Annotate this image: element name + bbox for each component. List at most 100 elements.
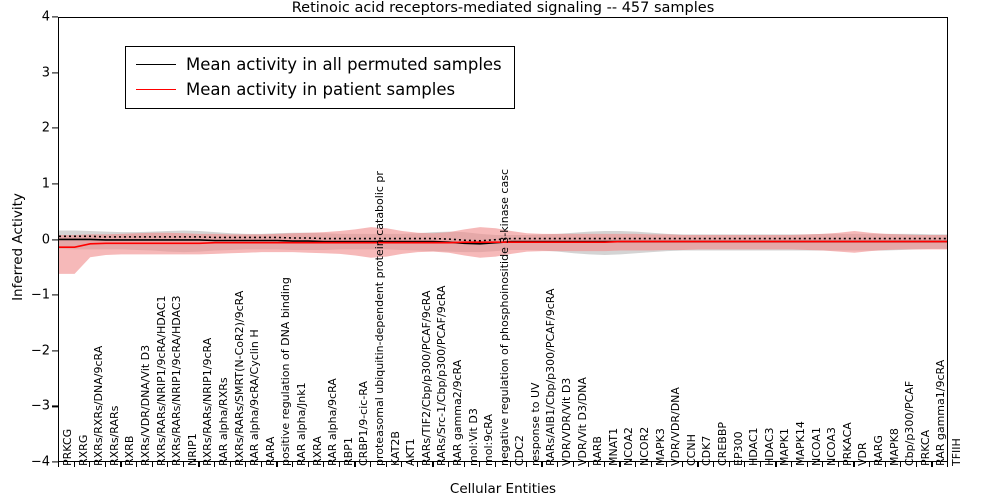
x-tick-mark xyxy=(291,462,294,467)
x-tick-mark xyxy=(510,462,512,467)
x-tick-label: MAPK1 xyxy=(778,428,792,466)
x-tick-label: RXRs/RARs/SMRT(N-CoR2)/9cRA xyxy=(232,290,246,466)
x-tick-label: RXRs/RARs/NRIP1/9cRA/HDAC3 xyxy=(170,295,184,466)
x-tick-label: KAT2B xyxy=(388,431,402,466)
x-tick-mark xyxy=(541,462,543,467)
x-tick-label: RAR alpha/Jnk1 xyxy=(294,382,308,466)
chart-title: Retinoic acid receptors-mediated signali… xyxy=(291,0,715,16)
y-tick-mark xyxy=(52,461,58,463)
x-tick-mark xyxy=(307,462,309,467)
x-tick-mark xyxy=(369,462,372,467)
plot-canvas xyxy=(59,227,947,274)
x-tick-mark xyxy=(603,462,606,467)
x-tick-label: RARs/TIF2/Cbp/p300/PCAF/9cRA xyxy=(419,290,433,466)
x-tick-mark xyxy=(666,462,668,467)
y-tick-mark xyxy=(52,127,58,129)
x-tick-label: EP300 xyxy=(731,431,745,466)
x-tick-label: proteasomal ubiquitin-dependent protein … xyxy=(372,171,386,466)
x-tick-mark xyxy=(697,462,699,467)
x-tick-mark xyxy=(73,462,75,467)
x-tick-label: CDK7 xyxy=(700,435,714,466)
x-tick-label: RARB xyxy=(591,436,605,466)
y-tick-mark xyxy=(52,16,58,18)
y-tick-mark xyxy=(52,350,58,352)
x-tick-label: positive regulation of DNA binding xyxy=(279,277,293,466)
x-tick-mark xyxy=(167,462,169,467)
x-tick-label: RXRB xyxy=(123,435,137,466)
x-tick-mark xyxy=(463,462,465,467)
y-tick-label: 0 xyxy=(41,232,50,247)
x-tick-mark xyxy=(713,462,715,467)
x-tick-label: RBP1 xyxy=(341,437,355,466)
y-tick-label: −3 xyxy=(30,398,50,414)
x-tick-mark xyxy=(900,462,902,467)
x-tick-label: RARA xyxy=(263,436,277,466)
x-tick-label: RXRs/RARs/NRIP1/9cRA/HDAC1 xyxy=(154,295,168,466)
y-tick-label: −1 xyxy=(30,287,50,303)
x-tick-label: RAR gamma2/9cRA xyxy=(450,359,464,466)
legend-item-permuted: Mean activity in all permuted samples xyxy=(136,52,502,77)
x-tick-label: RAR alpha/9cRA/Cyclin H xyxy=(248,329,262,466)
legend-item-patient: Mean activity in patient samples xyxy=(136,77,502,102)
legend-swatch-permuted xyxy=(136,64,176,65)
x-tick-mark xyxy=(681,462,684,467)
x-tick-mark xyxy=(276,462,278,467)
x-tick-label: NCOA1 xyxy=(809,427,823,466)
x-tick-label: MAPK8 xyxy=(887,428,901,466)
x-tick-mark xyxy=(884,462,886,467)
y-tick-label: 2 xyxy=(41,120,50,136)
x-tick-label: mol:9cRA xyxy=(482,414,496,466)
x-tick-mark xyxy=(525,462,528,467)
x-tick-mark xyxy=(947,462,949,467)
x-tick-label: HDAC3 xyxy=(762,427,776,466)
x-tick-label: RARs/AIB1/Cbp/p300/PCAF/9cRA xyxy=(544,288,558,467)
y-tick-mark xyxy=(52,183,58,185)
x-tick-mark xyxy=(759,462,762,467)
y-tick-mark xyxy=(52,294,58,296)
x-tick-mark xyxy=(323,462,325,467)
x-tick-mark xyxy=(572,462,574,467)
x-tick-mark xyxy=(791,462,793,467)
y-axis-label: Inferred Activity xyxy=(10,193,26,301)
legend-label-patient: Mean activity in patient samples xyxy=(186,80,456,99)
x-tick-mark xyxy=(650,462,652,467)
x-tick-label: RXRs/RARs xyxy=(107,405,121,466)
patient-line-group xyxy=(59,240,947,248)
x-tick-mark xyxy=(135,462,138,467)
x-axis-label: Cellular Entities xyxy=(449,481,557,497)
x-tick-mark xyxy=(619,462,621,467)
x-tick-label: RXRG xyxy=(76,434,90,466)
x-tick-mark xyxy=(338,462,340,467)
x-tick-label: RAR gamma1/9cRA xyxy=(934,359,948,466)
x-tick-mark xyxy=(354,462,356,467)
y-tick-label: 4 xyxy=(41,9,50,25)
x-tick-mark xyxy=(744,462,746,467)
y-tick-label: −4 xyxy=(30,454,50,470)
x-tick-label: MNAT1 xyxy=(606,427,620,466)
x-tick-mark xyxy=(479,462,481,467)
x-tick-label: NCOA3 xyxy=(825,427,839,466)
x-tick-mark xyxy=(89,462,91,467)
x-tick-label: VDR/Vit D3/DNA xyxy=(575,377,589,466)
x-tick-label: NCOA2 xyxy=(622,427,636,466)
x-tick-mark xyxy=(931,462,933,467)
x-tick-mark xyxy=(213,462,216,467)
y-tick-label: 3 xyxy=(41,65,50,81)
x-tick-label: RXRs/RXRs/DNA/9cRA xyxy=(92,345,106,466)
x-tick-mark xyxy=(869,462,871,467)
x-tick-label: RAR alpha/RXRs xyxy=(216,377,230,466)
y-tick-mark xyxy=(52,405,58,407)
x-tick-mark xyxy=(494,462,496,467)
x-tick-mark xyxy=(915,462,917,467)
y-tick-mark xyxy=(52,72,58,74)
x-tick-label: RARG xyxy=(872,435,886,466)
x-tick-mark xyxy=(260,462,262,467)
x-tick-label: RXRs/VDR/DNA/Vit D3 xyxy=(138,344,152,466)
permuted-mean-line-dotted xyxy=(59,235,947,242)
x-tick-label: PRKACA xyxy=(840,422,854,466)
x-tick-mark xyxy=(775,462,777,467)
x-tick-mark xyxy=(229,462,231,467)
